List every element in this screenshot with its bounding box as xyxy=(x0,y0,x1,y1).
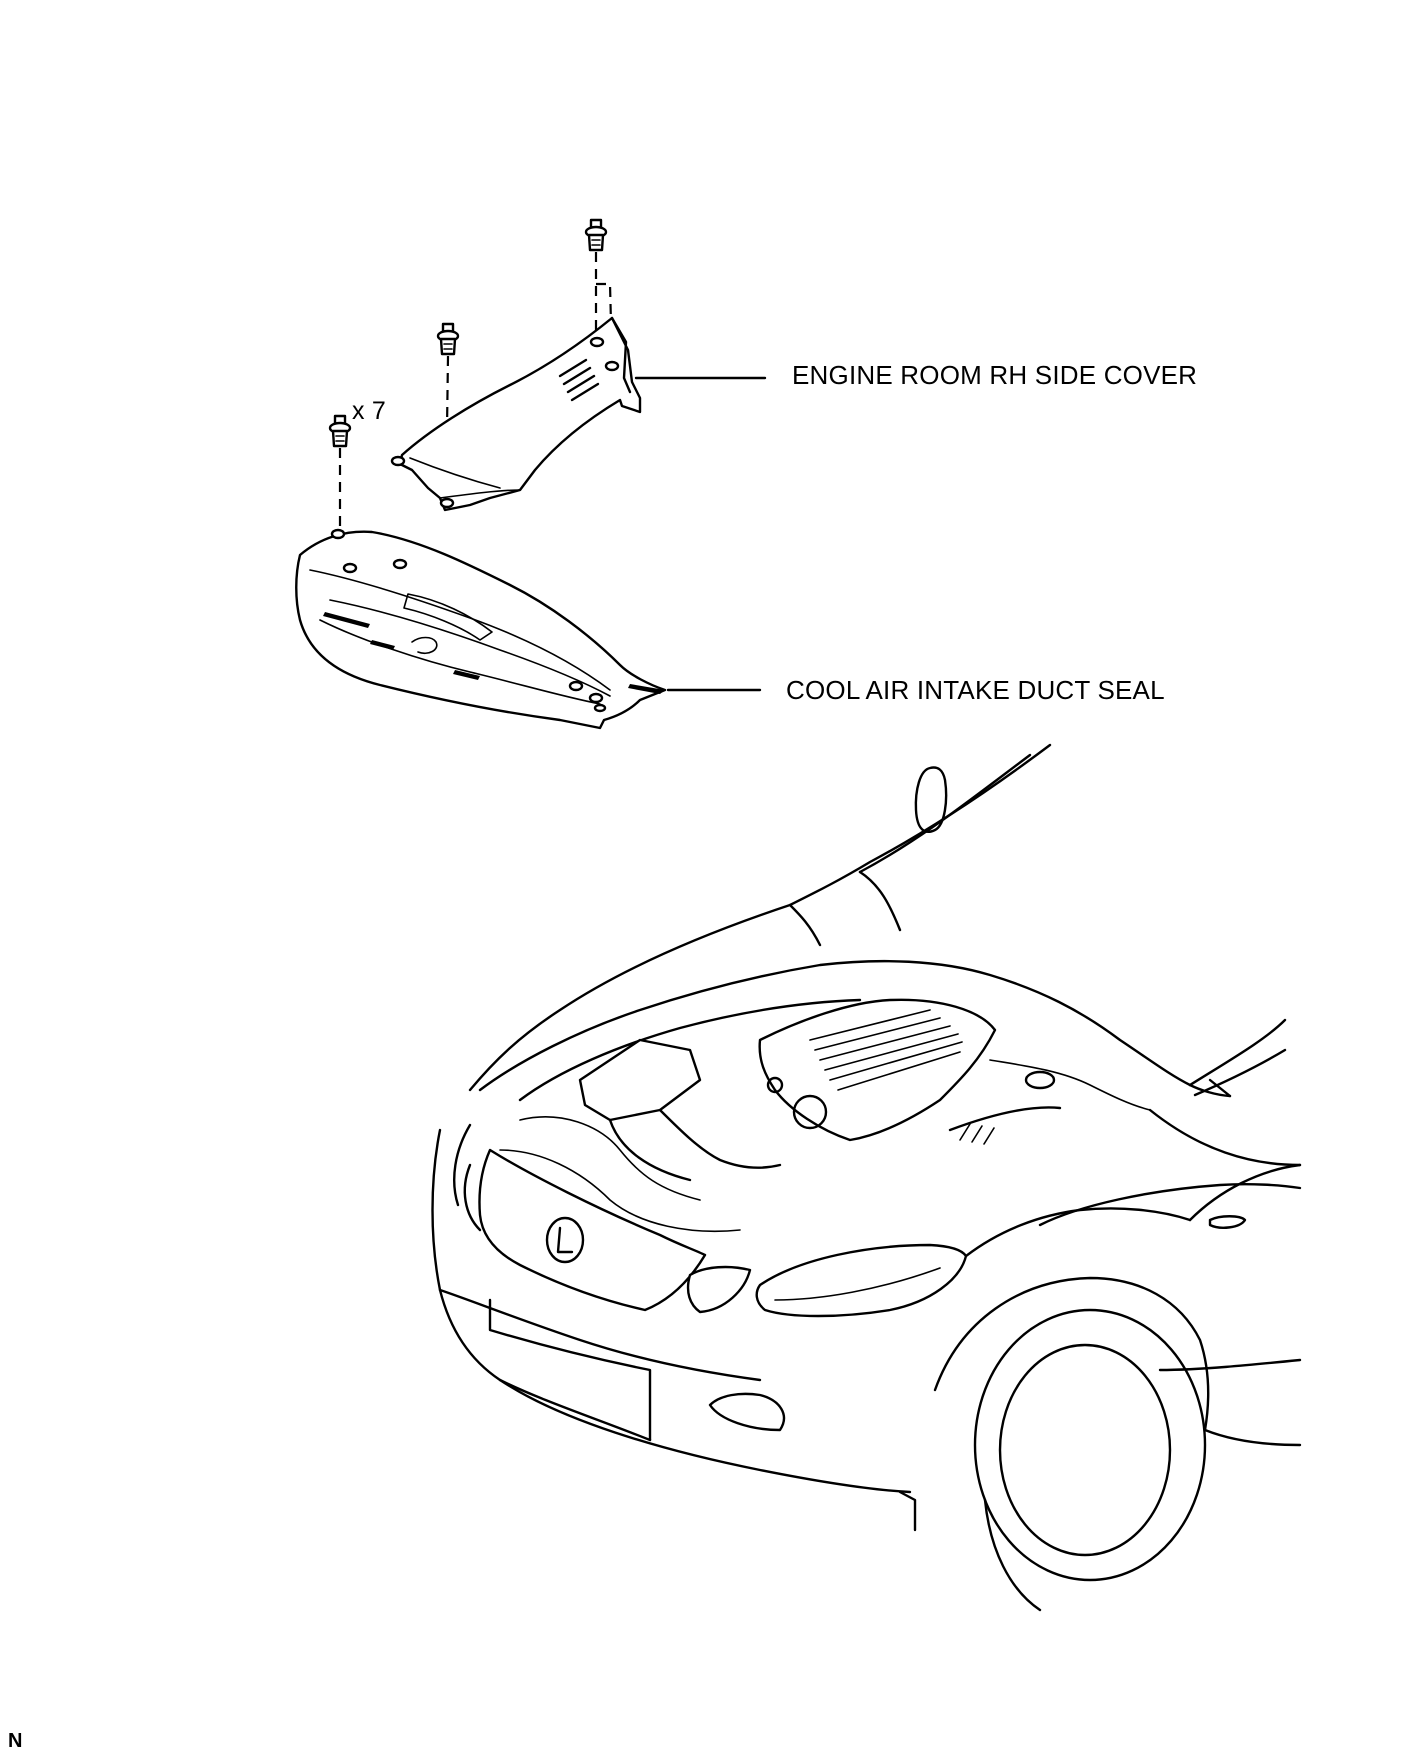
clip-quantity-label: x 7 xyxy=(352,397,386,425)
corner-code-label: N xyxy=(8,1730,23,1752)
cool-air-intake-duct-seal-part xyxy=(295,528,667,730)
engine-cover-ribs xyxy=(809,1009,963,1091)
cover-vent-slots xyxy=(558,358,600,402)
engine-room-rh-side-cover-part xyxy=(390,316,642,512)
clip-icon xyxy=(436,322,460,356)
cool-air-intake-duct-seal-label: COOL AIR INTAKE DUCT SEAL xyxy=(786,675,1165,705)
clip-icon xyxy=(584,218,608,252)
rh-side-cover-on-vehicle xyxy=(948,1106,1062,1145)
clip-icon xyxy=(328,414,352,448)
lexus-emblem-icon xyxy=(545,1216,585,1264)
leader-lines xyxy=(634,376,767,692)
vehicle-front-illustration xyxy=(431,743,1302,1612)
engine-room-rh-side-cover-label: ENGINE ROOM RH SIDE COVER xyxy=(792,360,1198,390)
